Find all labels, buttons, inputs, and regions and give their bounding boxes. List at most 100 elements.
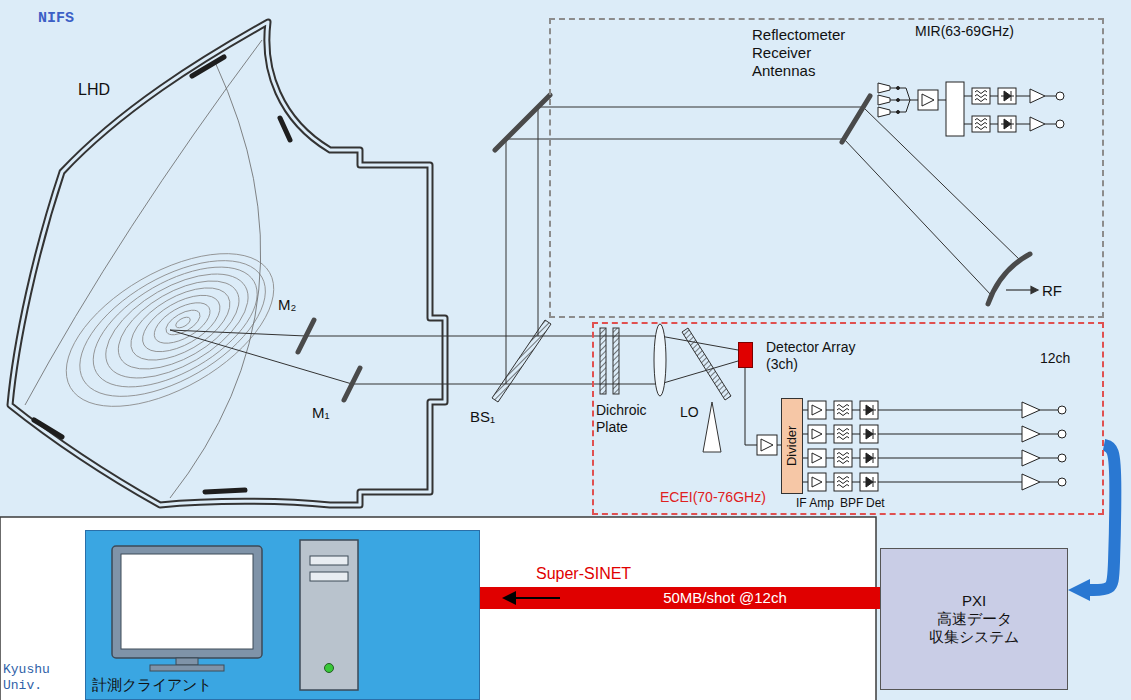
rf-arrow	[1031, 287, 1038, 294]
network-link-direction	[516, 597, 560, 599]
device-name: LHD	[78, 80, 110, 99]
field-lines	[25, 40, 262, 498]
signal-name: LO	[680, 404, 699, 421]
field-lines	[170, 62, 261, 498]
dichroic-plate	[600, 328, 606, 394]
mir-chain	[946, 82, 964, 136]
beam-splitter	[492, 320, 551, 402]
mirror	[842, 96, 870, 142]
beam-line	[170, 330, 352, 384]
plasma-surfaces	[162, 305, 204, 340]
mir-channel	[964, 116, 1064, 132]
box-label: Divider	[784, 426, 800, 466]
dichroic-plate	[613, 328, 619, 394]
receiver-horn	[878, 83, 900, 93]
dichroic-plate	[682, 328, 731, 400]
detector-array: Detector Array (3ch)	[738, 342, 753, 368]
dashed-group-box: MIR(63-69GHz)	[549, 18, 1104, 318]
ecei-chain	[745, 368, 781, 455]
mirror-label: M₁	[312, 404, 330, 422]
dashed-group-box: ECEI(70-76GHz) Detector Array (3ch) Divide…	[592, 322, 1104, 515]
beam-line	[170, 107, 1022, 384]
mir-chain	[918, 90, 938, 110]
mir-chain	[922, 94, 934, 106]
mirror	[298, 95, 1030, 400]
edge-label: 50MB/shot @12ch	[659, 589, 791, 607]
plasma-surfaces	[148, 295, 217, 352]
receiver-horn	[878, 107, 900, 117]
group-title: ECEI(70-76GHz)	[660, 489, 766, 506]
lens	[654, 324, 666, 396]
ecei-channel	[801, 401, 1066, 419]
beam-line	[306, 336, 660, 337]
receiver-horn	[878, 95, 900, 105]
channel-count: 12ch	[1040, 350, 1070, 367]
vessel-wall	[10, 22, 445, 505]
client-box: 計測クライアント	[85, 530, 480, 700]
divertor-plate	[280, 118, 290, 140]
computer-icon	[310, 572, 348, 581]
signal-name: RF	[1042, 282, 1062, 300]
ecei-chain	[761, 439, 773, 451]
computer-icon	[325, 664, 334, 673]
stage-label: Det	[866, 496, 885, 510]
ecei-chain	[757, 435, 777, 455]
stage-label: IF Amp	[796, 496, 834, 510]
mir-chain	[938, 100, 946, 101]
plasma-surfaces	[174, 315, 192, 330]
vessel-wall	[10, 22, 445, 505]
site-name: Kyushu Univ.	[3, 662, 65, 693]
computer-icon	[176, 658, 198, 665]
plasma-surfaces	[104, 263, 253, 387]
beam-line	[538, 107, 863, 108]
mir-channel	[964, 88, 1064, 104]
mirror	[344, 368, 360, 400]
divertor-plate	[192, 57, 224, 76]
lo-horn	[703, 402, 721, 452]
mir-chain	[898, 88, 918, 112]
stage-label: BPF	[840, 496, 863, 510]
rf-arrow	[1006, 287, 1038, 294]
site-name: NIFS	[38, 10, 74, 28]
mirror-label: M₂	[278, 296, 296, 314]
network-link-line	[480, 587, 880, 609]
divertor-plate	[205, 490, 245, 492]
computer-icon	[150, 665, 224, 671]
component-label: BS₁	[470, 408, 495, 426]
divertor-plate	[34, 57, 290, 492]
box-label: 計測クライアント	[92, 676, 212, 694]
detector-heading: Detector Array (3ch)	[766, 339, 858, 373]
beam-line	[506, 139, 507, 384]
computer-icon	[112, 540, 358, 690]
beam-line	[170, 330, 306, 336]
plasma-surfaces	[119, 273, 241, 375]
mirror	[495, 95, 550, 150]
mir-chain	[898, 82, 964, 136]
computer-icon	[121, 554, 253, 649]
component-label: Reflectometer Receiver Antennas	[752, 26, 867, 80]
mirror	[988, 254, 1030, 304]
box-label: PXI 高速データ 収集システム	[926, 592, 1022, 646]
computer-icon	[300, 540, 358, 690]
client-ground	[85, 530, 480, 700]
vessel-wall	[10, 22, 445, 505]
rf-arrow	[1006, 289, 1033, 290]
ecei-channel	[801, 425, 1066, 443]
daq-box: PXI 高速データ 収集システム	[880, 548, 1068, 690]
beam-line	[660, 361, 738, 384]
site-region: Kyushu Univ. 計測クライアント	[0, 517, 876, 700]
beam-line	[538, 107, 539, 336]
divider-box: Divider	[781, 398, 803, 494]
beam-splitter	[492, 320, 551, 402]
computer-icon	[112, 546, 262, 658]
group-title: MIR(63-69GHz)	[915, 23, 1014, 40]
field-lines	[25, 40, 262, 405]
ecei-chain	[745, 368, 757, 445]
plasma-surfaces	[74, 243, 277, 412]
beam-line	[844, 139, 992, 296]
ecei-channel	[801, 473, 1066, 491]
component-label: Dichroic Plate	[596, 402, 664, 436]
ecei-channel	[801, 449, 1066, 467]
mirror	[298, 320, 314, 352]
